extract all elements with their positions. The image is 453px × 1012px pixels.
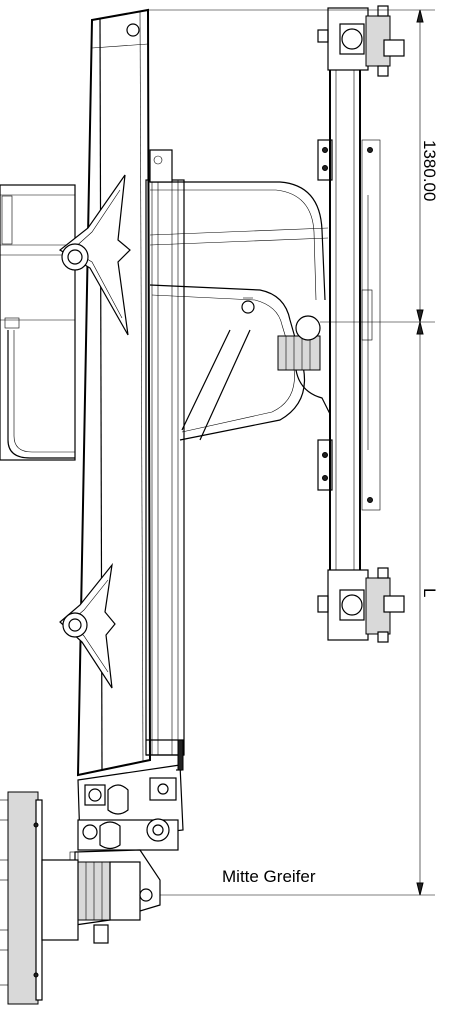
- side-rail: [317, 9, 381, 636]
- background-frame: [0, 184, 76, 461]
- telescope-section: [145, 149, 185, 756]
- rear-bracket: [149, 181, 329, 441]
- dimension-top-label: 1380.00: [420, 140, 439, 201]
- rotator-joint: [77, 739, 184, 851]
- bottom-roller: [317, 567, 405, 643]
- main-boom: [76, 8, 152, 777]
- dimension-length-label: L: [420, 588, 439, 597]
- top-roller: [317, 5, 405, 77]
- center-gripper-label: Mitte Greifer: [222, 867, 316, 886]
- dimension-lines: [148, 9, 435, 896]
- gripper-head: [69, 849, 161, 944]
- middle-clamp: [277, 315, 331, 415]
- lower-gusset: [59, 562, 116, 689]
- upper-gusset: [58, 174, 131, 336]
- gripper-jaw: [0, 791, 79, 1005]
